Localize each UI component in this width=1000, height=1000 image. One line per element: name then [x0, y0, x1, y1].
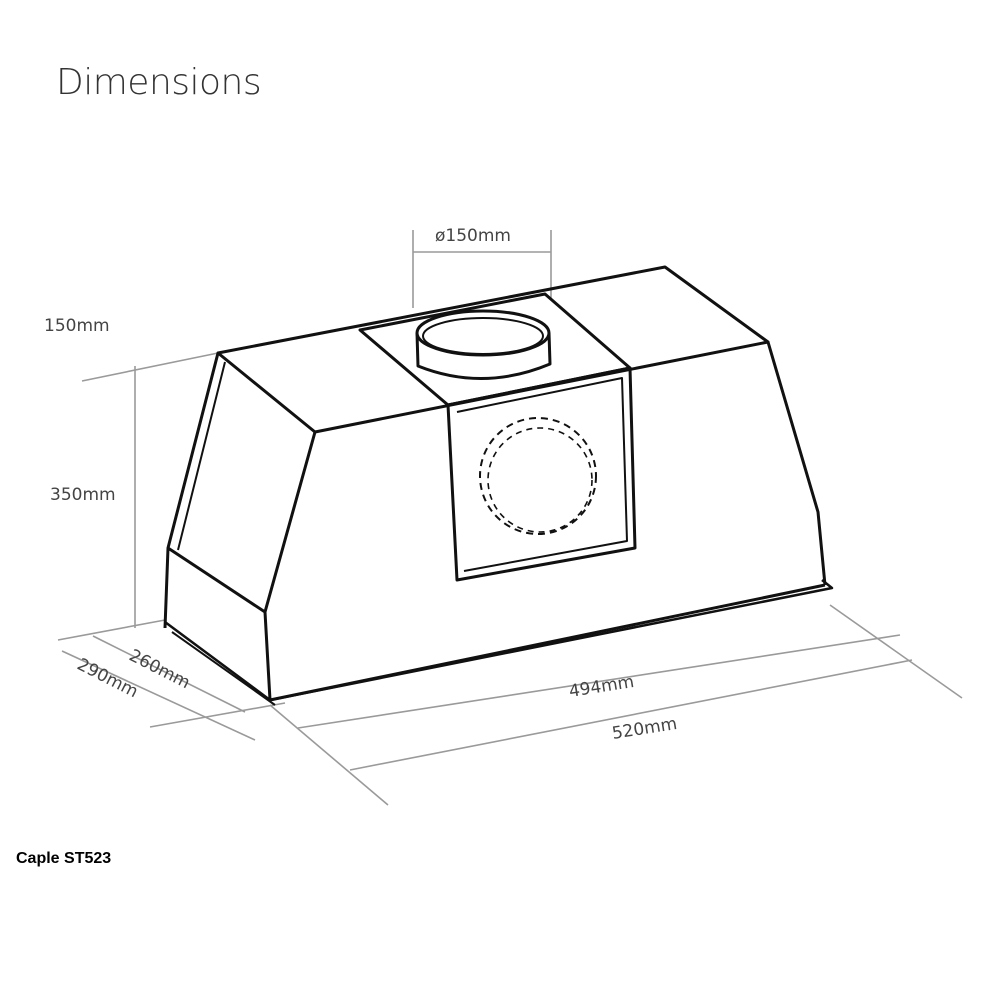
inner-width-label: 494mm [568, 672, 636, 702]
left-side-mid [167, 546, 266, 614]
inner-depth-line [92, 635, 246, 713]
cooker-hood-outline [163, 265, 834, 706]
page-title: Dimensions [56, 62, 262, 103]
outer-width-line [349, 659, 913, 771]
top-height-ext [81, 352, 219, 382]
left-side-inner [177, 361, 226, 551]
front-center-box-inner [456, 377, 628, 572]
top-height-label: 150mm [44, 316, 110, 336]
inner-width-line [297, 634, 901, 729]
outer-depth-line [61, 650, 256, 741]
dimension-lines [57, 230, 963, 806]
model-caption: Caple ST523 [16, 850, 112, 867]
front-face-left [263, 431, 317, 701]
depth-ext-back [149, 702, 286, 728]
front-center-box [446, 366, 637, 582]
duct-diameter-label: ø150mm [435, 226, 511, 246]
motor-inner-dashed [487, 427, 593, 533]
bottom-flange-inner [171, 631, 276, 706]
front-face-right [766, 341, 827, 586]
outer-width-label: 520mm [611, 714, 679, 744]
width-ext-right [829, 604, 963, 699]
width-ext-left [269, 704, 389, 806]
bottom-flange [164, 579, 834, 702]
depth-ext-front [57, 619, 166, 641]
duct-collar-body [415, 332, 552, 380]
top-face [216, 265, 770, 434]
body-height-label: 350mm [50, 485, 116, 505]
left-side-outer [163, 352, 220, 629]
motor-outline-dashed [479, 417, 597, 535]
duct-collar-inner [422, 317, 544, 355]
